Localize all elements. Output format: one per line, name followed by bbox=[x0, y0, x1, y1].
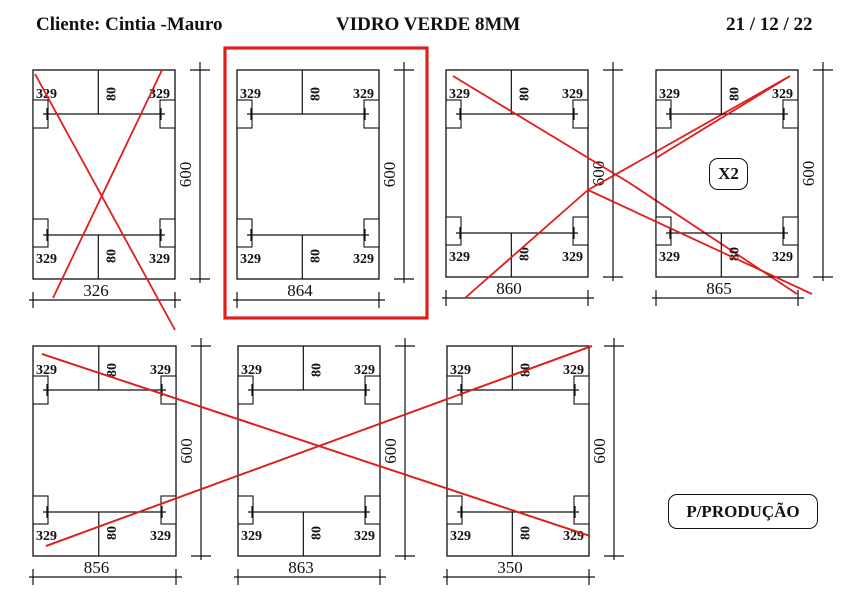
hinge-cutout bbox=[363, 218, 380, 248]
hinge-cutout bbox=[32, 495, 49, 525]
piece-outline bbox=[32, 345, 177, 557]
width-dimension-label: 326 bbox=[83, 281, 109, 300]
hinge-offset: 80 bbox=[105, 526, 120, 540]
client-name: Cliente: Cintia -Mauro bbox=[36, 14, 223, 35]
hinge-cutout bbox=[237, 495, 254, 525]
hinge-cutout bbox=[573, 495, 590, 525]
glass-piece: 3293293293298080600326 bbox=[29, 62, 210, 331]
width-dimension-label: 864 bbox=[287, 281, 313, 300]
hinge-cutout bbox=[364, 495, 381, 525]
height-dimension-label: 600 bbox=[177, 438, 196, 464]
cross-out-line bbox=[452, 75, 629, 183]
glass-piece: 329 329 329 329 80 80 600 863 bbox=[234, 338, 415, 585]
cross-out-line bbox=[587, 189, 813, 295]
hinge-cutout bbox=[236, 218, 253, 248]
corner-dimension: 329 bbox=[150, 529, 171, 544]
corner-dimension: 329 bbox=[354, 363, 375, 378]
corner-dimension: 329 bbox=[241, 529, 262, 544]
corner-dimension: 329 bbox=[659, 87, 680, 102]
piece-outline bbox=[32, 69, 176, 280]
corner-dimension: 329 bbox=[562, 87, 583, 102]
cross-out-line bbox=[655, 75, 791, 159]
cross-out-line bbox=[587, 75, 791, 191]
hinge-offset: 80 bbox=[104, 87, 119, 101]
cross-out-line bbox=[41, 353, 591, 537]
cross-out-line bbox=[464, 189, 589, 299]
hinge-cutout bbox=[446, 495, 463, 525]
glass-type-title: VIDRO VERDE 8MM bbox=[336, 14, 521, 35]
hinge-offset: 80 bbox=[104, 249, 119, 263]
hinge-offset: 80 bbox=[517, 247, 532, 261]
width-dimension-label: 350 bbox=[497, 558, 523, 577]
corner-dimension: 329 bbox=[240, 252, 261, 267]
piece-outline bbox=[446, 345, 590, 557]
corner-dimension: 329 bbox=[353, 87, 374, 102]
corner-dimension: 329 bbox=[353, 252, 374, 267]
corner-dimension: 329 bbox=[36, 529, 57, 544]
corner-dimension: 329 bbox=[772, 250, 793, 265]
corner-dimension: 329 bbox=[659, 250, 680, 265]
hinge-offset: 80 bbox=[308, 249, 323, 263]
corner-dimension: 329 bbox=[772, 87, 793, 102]
width-dimension-label: 860 bbox=[496, 279, 522, 298]
quantity-badge: X2 bbox=[709, 158, 748, 190]
hinge-offset: 80 bbox=[309, 363, 324, 377]
corner-dimension: 329 bbox=[149, 87, 170, 102]
glass-piece: 329 329 329 329 80 80 600 864 bbox=[223, 46, 429, 320]
corner-dimension: 329 bbox=[241, 363, 262, 378]
height-dimension-label: 600 bbox=[799, 161, 818, 187]
drawing-date: 21 / 12 / 22 bbox=[726, 14, 813, 35]
piece-outline bbox=[236, 69, 380, 280]
corner-dimension: 329 bbox=[354, 529, 375, 544]
corner-dimension: 329 bbox=[449, 87, 470, 102]
hinge-cutout bbox=[32, 218, 49, 248]
hinge-cutout bbox=[445, 216, 462, 246]
cross-out-line bbox=[45, 345, 593, 547]
cross-out-line bbox=[52, 69, 163, 299]
corner-dimension: 329 bbox=[36, 363, 57, 378]
glass-piece: 329 329 329 329 80 80 600 350 bbox=[41, 338, 624, 585]
hinge-offset: 80 bbox=[517, 87, 532, 101]
corner-dimension: 329 bbox=[562, 250, 583, 265]
highlight-frame bbox=[223, 46, 429, 320]
width-dimension-label: 865 bbox=[706, 279, 732, 298]
height-dimension-label: 600 bbox=[176, 162, 195, 188]
corner-dimension: 329 bbox=[149, 252, 170, 267]
hinge-cutout bbox=[572, 216, 589, 246]
corner-dimension: 329 bbox=[449, 250, 470, 265]
width-dimension-label: 863 bbox=[288, 558, 314, 577]
hinge-cutout bbox=[655, 216, 672, 246]
hinge-offset: 80 bbox=[105, 363, 120, 377]
height-dimension-label: 600 bbox=[590, 438, 609, 464]
hinge-offset: 80 bbox=[518, 526, 533, 540]
production-stamp: P/PRODUÇÃO bbox=[668, 494, 818, 529]
hinge-cutout bbox=[782, 216, 799, 246]
hinge-offset: 80 bbox=[308, 87, 323, 101]
hinge-offset: 80 bbox=[309, 526, 324, 540]
hinge-offset: 80 bbox=[727, 247, 742, 261]
height-dimension-label: 600 bbox=[381, 438, 400, 464]
cross-out-line bbox=[34, 73, 176, 331]
hinge-cutout bbox=[159, 218, 176, 248]
piece-outline bbox=[237, 345, 381, 557]
corner-dimension: 329 bbox=[150, 363, 171, 378]
piece-outline bbox=[445, 69, 589, 278]
piece-outline bbox=[655, 69, 799, 278]
corner-dimension: 329 bbox=[450, 363, 471, 378]
glass-piece: 329 329 329 329 80 80 600 865 bbox=[587, 62, 833, 306]
corner-dimension: 329 bbox=[36, 252, 57, 267]
width-dimension-label: 856 bbox=[84, 558, 110, 577]
corner-dimension: 329 bbox=[563, 363, 584, 378]
corner-dimension: 329 bbox=[450, 529, 471, 544]
height-dimension-label: 600 bbox=[380, 162, 399, 188]
corner-dimension: 329 bbox=[240, 87, 261, 102]
hinge-offset: 80 bbox=[727, 87, 742, 101]
